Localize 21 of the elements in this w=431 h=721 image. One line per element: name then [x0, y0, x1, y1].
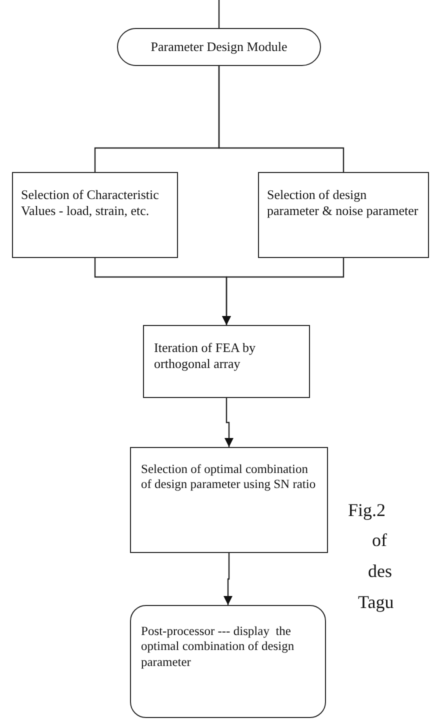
node-text: Selection of design parameter & noise parameter [267, 187, 420, 219]
process-box [258, 172, 429, 258]
caption-fragment: Fig.2 [348, 500, 386, 521]
caption-fragment: Tagu [358, 592, 394, 613]
process-box [143, 325, 310, 398]
node-text: Post-processor --- display the optimal combination of design parameter [141, 624, 296, 670]
connector-line [218, 0, 220, 28]
caption-fragment: of [372, 530, 387, 551]
node-text: Selection of optimal combination of design parameter using SN ratio [141, 462, 317, 492]
process-box [12, 172, 178, 258]
node-text: Iteration of FEA by orthogonal array [154, 340, 256, 372]
arrow [224, 553, 232, 605]
process-box [130, 447, 328, 553]
node-text: Selection of Characteristic Values - load, strain, etc. [21, 187, 160, 219]
start-terminator [117, 28, 321, 66]
connector-line [218, 66, 344, 172]
end-terminator [130, 605, 326, 718]
node-text: Parameter Design Module [150, 39, 288, 55]
arrow [222, 258, 344, 325]
caption-fragment: des [368, 561, 392, 582]
arrow [224, 398, 234, 447]
